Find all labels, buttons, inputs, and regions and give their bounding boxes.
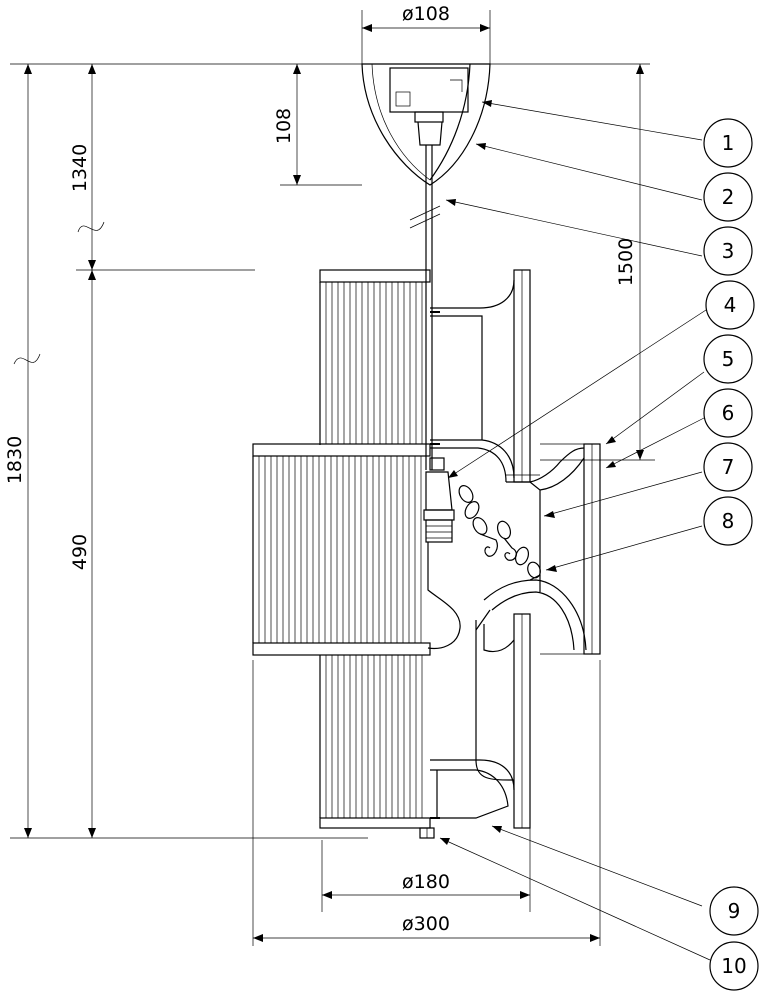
callout-5: 5: [703, 334, 753, 384]
chain-links: [458, 485, 541, 579]
dim-drop-length: 1500: [615, 238, 637, 286]
bottom-finial: [419, 827, 435, 839]
callout-6: 6: [703, 388, 753, 438]
callout-label-7: 7: [722, 455, 735, 479]
callout-label-9: 9: [728, 899, 741, 923]
lamp-socket: [423, 457, 455, 543]
dim-canopy-height: 108: [273, 108, 295, 144]
dim-top-diameter: ø108: [402, 3, 450, 25]
canopy: [361, 63, 500, 186]
callout-label-1: 1: [722, 131, 735, 155]
dim-inner-diameter: ø180: [402, 871, 450, 893]
dim-body-height: 490: [69, 534, 91, 570]
callout-8: 8: [703, 496, 753, 546]
callout-9: 9: [709, 886, 759, 936]
dim-suspension-length: 1340: [69, 144, 91, 192]
callout-label-3: 3: [722, 239, 735, 263]
lower-frame-bracket: [430, 613, 531, 829]
dimension-lines: [10, 10, 655, 946]
callout-1: 1: [703, 118, 753, 168]
dim-outer-diameter: ø300: [402, 913, 450, 935]
light-bulb: [427, 542, 461, 650]
callout-leaders: [439, 100, 711, 961]
callout-label-10: 10: [721, 954, 746, 978]
callout-2: 2: [703, 172, 753, 222]
callout-3: 3: [703, 226, 753, 276]
callout-label-8: 8: [722, 509, 735, 533]
upper-frame-bracket: [430, 269, 531, 483]
middle-glass-shade: [252, 443, 431, 656]
callout-label-5: 5: [722, 347, 735, 371]
callout-label-4: 4: [724, 293, 737, 317]
dim-total-height: 1830: [4, 436, 26, 484]
callout-7: 7: [703, 442, 753, 492]
callout-label-2: 2: [722, 185, 735, 209]
center-bracket: [475, 443, 601, 781]
callout-4: 4: [705, 280, 755, 330]
callout-10: 10: [709, 941, 759, 991]
callout-label-6: 6: [722, 401, 735, 425]
lower-glass-shade: [319, 655, 431, 829]
upper-glass-shade: [319, 269, 431, 445]
